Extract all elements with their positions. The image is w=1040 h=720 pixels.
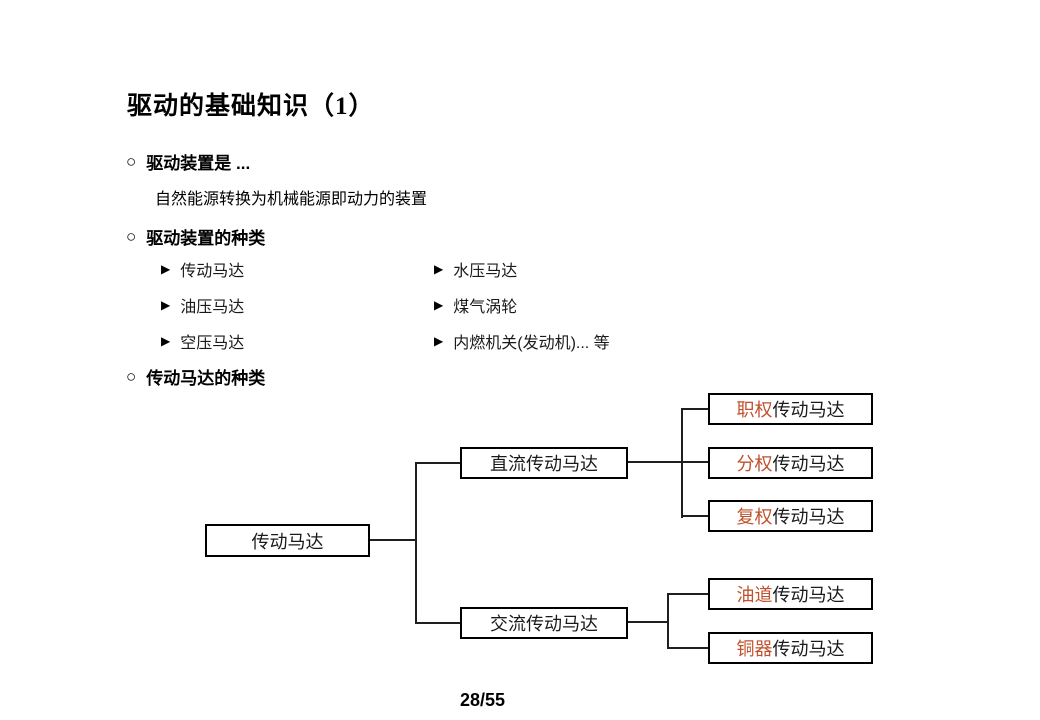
tree-node-dc-motor: 直流传动马达 <box>460 447 628 479</box>
circle-bullet-icon: ○ <box>126 227 137 246</box>
tree-leaf-dc-1: 职权传动马达 <box>708 393 873 425</box>
list-item-drive-motor: ▶ 传动马达 <box>161 257 244 281</box>
tree-leaf-prefix: 铜器 <box>736 639 773 659</box>
tree-leaf-dc-3: 复权传动马达 <box>708 500 873 532</box>
triangle-bullet-icon: ▶ <box>434 298 444 312</box>
list-item-label: 油压马达 <box>180 299 245 316</box>
tree-leaf-suffix: 传动马达 <box>772 585 845 605</box>
connector-to-dc <box>415 462 460 464</box>
connector-to-leaf-3 <box>681 515 708 517</box>
tree-node-ac-motor: 交流传动马达 <box>460 607 628 639</box>
page-number: 28/55 <box>460 690 506 710</box>
tree-leaf-dc-2: 分权传动马达 <box>708 447 873 479</box>
list-item-gas-turbine: ▶ 煤气涡轮 <box>434 293 517 317</box>
bullet-label: 传动马达的种类 <box>146 369 266 388</box>
triangle-bullet-icon: ▶ <box>161 262 171 276</box>
connector-ac-out <box>628 621 668 623</box>
triangle-bullet-icon: ▶ <box>434 262 444 276</box>
tree-node-label: 交流传动马达 <box>490 614 598 634</box>
list-item-label: 煤气涡轮 <box>453 299 518 316</box>
tree-leaf-ac-2: 铜器传动马达 <box>708 632 873 664</box>
connector-dc-vertical <box>681 408 683 518</box>
connector-root-to-trunk <box>370 539 417 541</box>
list-item-label: 传动马达 <box>180 263 245 280</box>
bullet-sub-definition: 自然能源转换为机械能源即动力的装置 <box>155 191 428 208</box>
triangle-bullet-icon: ▶ <box>161 334 171 348</box>
triangle-bullet-icon: ▶ <box>161 298 171 312</box>
list-item-oil-pressure-motor: ▶ 油压马达 <box>161 293 244 317</box>
tree-leaf-prefix: 职权 <box>736 400 773 420</box>
tree-node-label: 传动马达 <box>251 531 324 552</box>
list-item-air-pressure-motor: ▶ 空压马达 <box>161 329 244 353</box>
list-item-label: 空压马达 <box>180 335 245 352</box>
list-item-internal-combustion: ▶ 内燃机关(发动机)... 等 <box>434 329 610 353</box>
circle-bullet-icon: ○ <box>126 152 137 171</box>
page-title: 驱动的基础知识（1） <box>127 93 375 120</box>
tree-leaf-prefix: 复权 <box>736 507 773 527</box>
connector-to-leaf-5 <box>667 647 708 649</box>
tree-leaf-ac-1: 油道传动马达 <box>708 578 873 610</box>
circle-bullet-icon: ○ <box>126 367 137 386</box>
connector-to-leaf-2 <box>681 461 708 463</box>
tree-leaf-suffix: 传动马达 <box>772 454 845 474</box>
bullet-drive-device-types: ○ 驱动装置的种类 <box>126 224 265 249</box>
tree-leaf-prefix: 分权 <box>736 454 773 474</box>
connector-ac-vertical <box>667 593 669 649</box>
bullet-drive-device-is: ○ 驱动装置是 ... <box>126 149 250 174</box>
list-item-label: 水压马达 <box>453 263 518 280</box>
bullet-label: 驱动装置是 ... <box>146 154 251 173</box>
triangle-bullet-icon: ▶ <box>434 334 444 348</box>
bullet-label: 驱动装置的种类 <box>146 229 266 248</box>
connector-to-leaf-1 <box>681 408 708 410</box>
list-item-water-pressure-motor: ▶ 水压马达 <box>434 257 517 281</box>
tree-leaf-suffix: 传动马达 <box>772 400 845 420</box>
connector-to-leaf-4 <box>667 593 708 595</box>
bullet-drive-motor-types: ○ 传动马达的种类 <box>126 364 265 389</box>
tree-leaf-suffix: 传动马达 <box>772 639 845 659</box>
connector-dc-out <box>628 461 682 463</box>
tree-leaf-suffix: 传动马达 <box>772 507 845 527</box>
tree-leaf-prefix: 油道 <box>736 585 773 605</box>
list-item-label: 内燃机关(发动机)... 等 <box>453 335 610 352</box>
connector-trunk-vertical <box>415 462 417 624</box>
tree-node-label: 直流传动马达 <box>490 454 598 474</box>
tree-node-root: 传动马达 <box>205 524 370 557</box>
connector-to-ac <box>415 622 460 624</box>
